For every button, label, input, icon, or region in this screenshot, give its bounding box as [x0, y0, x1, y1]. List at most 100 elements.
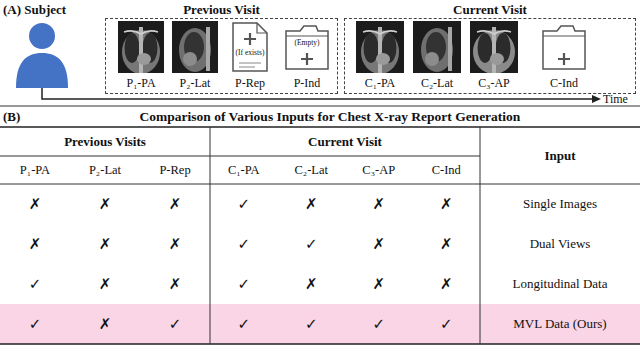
icon-area	[411, 21, 463, 73]
label-holder: ✓	[0, 264, 70, 304]
icon-area	[536, 21, 592, 73]
label-holder: Comparison of Various Inputs for Chest X…	[50, 108, 610, 126]
label-holder: (A) Subject	[3, 1, 133, 18]
label-holder: ✗	[0, 184, 70, 224]
table-rule	[0, 184, 640, 185]
table-rule	[0, 343, 640, 345]
indication-item: C-Ind	[536, 21, 592, 90]
item-caption: P₂-Lat	[170, 76, 220, 90]
item-icon	[170, 21, 220, 73]
report-item: (If exists) P-Rep	[226, 21, 274, 90]
column-header: P₁-PA	[0, 156, 70, 184]
table-rule	[0, 106, 640, 107]
label-holder: ✓	[210, 224, 278, 264]
folder-lip	[543, 35, 585, 36]
label-holder: ✗	[277, 184, 345, 224]
table-mark: ✗	[412, 224, 480, 264]
label-holder: ✓	[210, 304, 278, 344]
table-mark: ✗	[277, 264, 345, 304]
icon-area	[170, 21, 220, 73]
column-group-header: Current Visit	[210, 128, 480, 156]
table-mark: ✗	[70, 224, 140, 264]
item-icon	[536, 21, 592, 73]
icon-note: (If exists)	[226, 48, 274, 57]
person-body	[16, 53, 68, 88]
label-holder: C₂-Lat	[277, 156, 345, 184]
item-caption: P-Ind	[280, 76, 334, 90]
column-header: Input	[480, 128, 640, 184]
group-heading: Current Visit	[345, 2, 635, 18]
label-holder: ✓	[0, 304, 70, 344]
label-holder: ✗	[277, 264, 345, 304]
visit-group: Previous VisitP₁-PAP₂-Lat(If exists)P-Re…	[105, 18, 338, 94]
label-holder: P-Rep	[140, 156, 210, 184]
table-mark: ✗	[412, 184, 480, 224]
column-header: C₁-PA	[210, 156, 278, 184]
column-group-header: Previous Visits	[0, 128, 210, 156]
table-mark: ✓	[210, 304, 278, 344]
input-name: MVL Data (Ours)	[480, 304, 640, 344]
person-head	[29, 23, 55, 49]
xray-clavicle	[363, 31, 397, 34]
folder-lip	[286, 35, 328, 36]
xray-thumbnail: P₂-Lat	[170, 21, 220, 90]
icon-area	[116, 21, 166, 73]
xray-film	[172, 21, 218, 73]
xray-torso	[179, 28, 211, 72]
label-holder: Previous Visits	[0, 128, 210, 156]
table-mark: ✓	[277, 304, 345, 344]
xray-heart	[376, 53, 390, 65]
label-holder: ✗	[140, 264, 210, 304]
table-mark: ✓	[345, 304, 413, 344]
xray-heart	[490, 53, 504, 65]
input-name: Dual Views	[480, 224, 640, 264]
icon-area: (If exists)	[226, 21, 274, 73]
table-mark: ✗	[345, 224, 413, 264]
icon-area: (Empty)	[280, 21, 334, 73]
column-header: P₂-Lat	[70, 156, 140, 184]
label-holder: ✗	[412, 224, 480, 264]
label-holder: Current Visit	[210, 128, 480, 156]
xray-film	[413, 21, 461, 73]
label-holder: C₃-AP	[345, 156, 413, 184]
group-heading-holder: Current Visit	[345, 2, 635, 18]
xray-thumbnail: C₂-Lat	[411, 21, 463, 90]
item-caption: C₃-AP	[468, 76, 520, 90]
label-holder: Dual Views	[480, 224, 640, 264]
document-fold	[257, 23, 267, 33]
document-icon	[233, 23, 267, 71]
table-mark: ✓	[277, 224, 345, 264]
label-holder: Single Images	[480, 184, 640, 224]
table-mark: ✗	[140, 224, 210, 264]
label-holder: ✗	[412, 184, 480, 224]
item-caption: P₁-PA	[116, 76, 166, 90]
label-holder: ✗	[345, 184, 413, 224]
table-rule	[480, 127, 481, 344]
label-holder: ✓	[277, 224, 345, 264]
table-mark: ✓	[140, 304, 210, 344]
label-holder: ✗	[70, 264, 140, 304]
group-heading: Previous Visit	[106, 2, 337, 18]
label-holder: MVL Data (Ours)	[480, 304, 640, 344]
table-mark: ✗	[70, 304, 140, 344]
visit-group: Current VisitC₁-PAC₂-LatC₃-APC-Ind	[344, 18, 636, 94]
time-arrowhead	[592, 95, 601, 103]
column-header: C₃-AP	[345, 156, 413, 184]
text-lines	[239, 63, 261, 67]
table-rule	[0, 156, 480, 157]
label-holder: ✓	[210, 264, 278, 304]
table-mark: ✗	[0, 224, 70, 264]
label-holder: Time	[603, 91, 638, 107]
item-caption: P-Rep	[226, 76, 274, 90]
label-holder: ✗	[412, 264, 480, 304]
xray-thumbnail: P₁-PA	[116, 21, 166, 90]
xray-film	[118, 21, 164, 73]
label-holder: ✗	[70, 184, 140, 224]
plus-symbol	[558, 53, 570, 65]
xray-heart	[137, 53, 151, 65]
plus-symbol	[301, 53, 313, 65]
xray-heart	[425, 52, 439, 66]
xray-film	[356, 21, 404, 73]
label-holder: ✓	[210, 184, 278, 224]
